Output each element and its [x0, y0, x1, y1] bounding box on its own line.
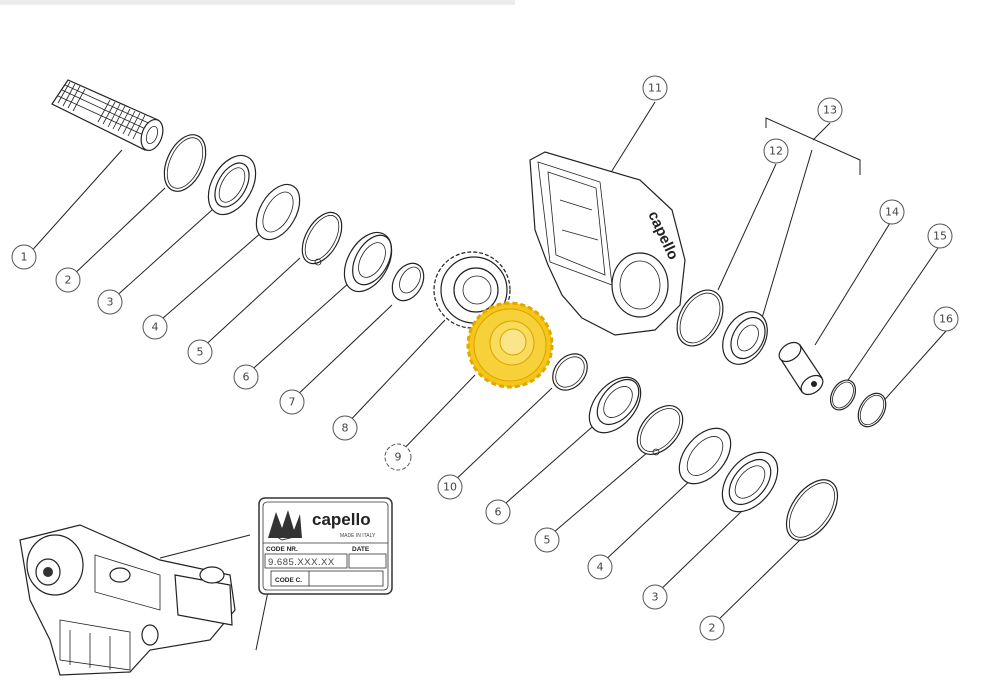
callout-5-left-label: 5 [197, 346, 204, 359]
code-c-label: CODE C. [275, 577, 302, 584]
callout-11[interactable]: 11 [642, 75, 668, 101]
callout-5-right[interactable]: 5 [534, 527, 560, 553]
part-ring-small [552, 353, 588, 391]
callout-1-label: 1 [21, 251, 28, 264]
part-circlip-left [301, 211, 343, 266]
callout-14[interactable]: 14 [879, 199, 905, 225]
part-o-ring [829, 379, 857, 411]
callout-8[interactable]: 8 [332, 415, 358, 441]
nameplate: capello MADE IN ITALY CODE NR. DATE 9.68… [258, 497, 393, 595]
top-edge-bar [0, 0, 515, 5]
part-washer-left [255, 183, 301, 241]
callout-7-label: 7 [289, 396, 296, 409]
nameplate-brand: capello [312, 510, 371, 529]
callout-6-left-label: 6 [243, 371, 250, 384]
code-nr-value: 9.685.XXX.XX [268, 557, 335, 568]
part-splined-shaft [51, 79, 164, 152]
callout-2-right-label: 2 [709, 622, 716, 635]
part-spacer [391, 262, 425, 302]
callout-9-highlighted[interactable]: 9 [384, 443, 412, 471]
part-seal-left [207, 154, 257, 216]
callout-7[interactable]: 7 [279, 389, 305, 415]
callout-6-left[interactable]: 6 [233, 364, 259, 390]
part-circlip-right [636, 405, 684, 456]
callout-6-right-label: 6 [495, 506, 502, 519]
callout-10[interactable]: 10 [437, 474, 463, 500]
callout-5-right-label: 5 [544, 534, 551, 547]
part-bushing [778, 341, 824, 396]
callout-3-right-label: 3 [652, 591, 659, 604]
callout-12-label: 12 [769, 145, 783, 158]
callout-1[interactable]: 1 [11, 244, 37, 270]
callout-3-left[interactable]: 3 [97, 289, 123, 315]
part-seal-right [721, 451, 779, 513]
callout-3-right[interactable]: 3 [642, 584, 668, 610]
nameplate-tagline: MADE IN ITALY [340, 533, 376, 539]
part-circlip-12 [676, 289, 724, 347]
leader-lines [27, 101, 947, 651]
part-snap-ring-left [163, 134, 207, 192]
callout-10-label: 10 [443, 481, 457, 494]
part-gearbox-housing: capello [529, 151, 686, 336]
callout-4-left-label: 4 [152, 321, 159, 334]
callout-14-label: 14 [885, 206, 899, 219]
callout-11-label: 11 [648, 82, 662, 95]
part-small-circlip [857, 392, 887, 428]
callout-2-right[interactable]: 2 [699, 615, 725, 641]
part-bearing-left [343, 231, 393, 293]
callout-13-label: 13 [823, 104, 837, 117]
callout-16-label: 16 [939, 313, 953, 326]
part-snap-ring-right [785, 479, 839, 541]
capello-logo-icon [268, 510, 302, 541]
callout-15-label: 15 [933, 230, 947, 243]
callout-4-right-label: 4 [597, 561, 604, 574]
assembled-gearbox-image [19, 524, 236, 676]
callout-4-right[interactable]: 4 [587, 554, 613, 580]
date-label: DATE [352, 546, 370, 553]
callout-5-left[interactable]: 5 [187, 339, 213, 365]
callout-3-left-label: 3 [107, 296, 114, 309]
part-bearing-right [588, 376, 642, 434]
part-gear-highlighted[interactable] [466, 301, 554, 389]
callout-2-left[interactable]: 2 [55, 267, 81, 293]
callout-4-left[interactable]: 4 [142, 314, 168, 340]
callout-13[interactable]: 13 [817, 97, 843, 123]
callout-12[interactable]: 12 [763, 138, 789, 164]
callout-8-label: 8 [342, 422, 349, 435]
part-bearing-13 [722, 311, 768, 365]
callout-2-left-label: 2 [65, 274, 72, 287]
callout-15[interactable]: 15 [927, 223, 953, 249]
part-washer-right [678, 427, 732, 485]
callout-6-right[interactable]: 6 [485, 499, 511, 525]
callout-9-label: 9 [395, 451, 402, 464]
callout-16[interactable]: 16 [933, 306, 959, 332]
code-nr-label: CODE NR. [266, 546, 298, 553]
